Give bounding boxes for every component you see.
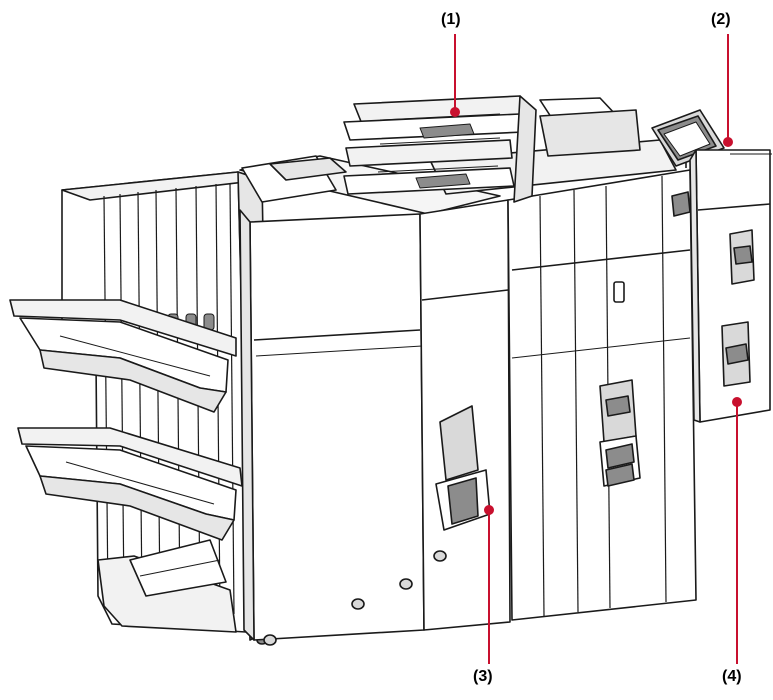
callout-label-4: (4) — [722, 668, 742, 685]
leader-2-dot — [723, 137, 733, 147]
leader-3-dot — [484, 505, 494, 515]
leader-4-dot — [732, 397, 742, 407]
callout-label-2: (2) — [711, 11, 731, 28]
toner-access — [435, 405, 491, 531]
main-engine — [507, 169, 697, 621]
document-feeder — [343, 95, 677, 203]
callout-leaders — [450, 34, 742, 664]
large-capacity-tray — [689, 149, 772, 423]
booklet-tray — [97, 539, 237, 633]
center-cabinet — [239, 155, 511, 646]
center-casters — [263, 550, 447, 646]
finisher-unit — [9, 171, 278, 645]
lower-output-tray — [17, 427, 243, 541]
upper-output-tray — [9, 299, 237, 413]
callout-label-1: (1) — [441, 11, 461, 28]
paper-drawers — [599, 379, 641, 487]
leader-1-dot — [450, 107, 460, 117]
multi-tray-feeder — [343, 95, 537, 203]
callout-label-3: (3) — [473, 668, 493, 685]
